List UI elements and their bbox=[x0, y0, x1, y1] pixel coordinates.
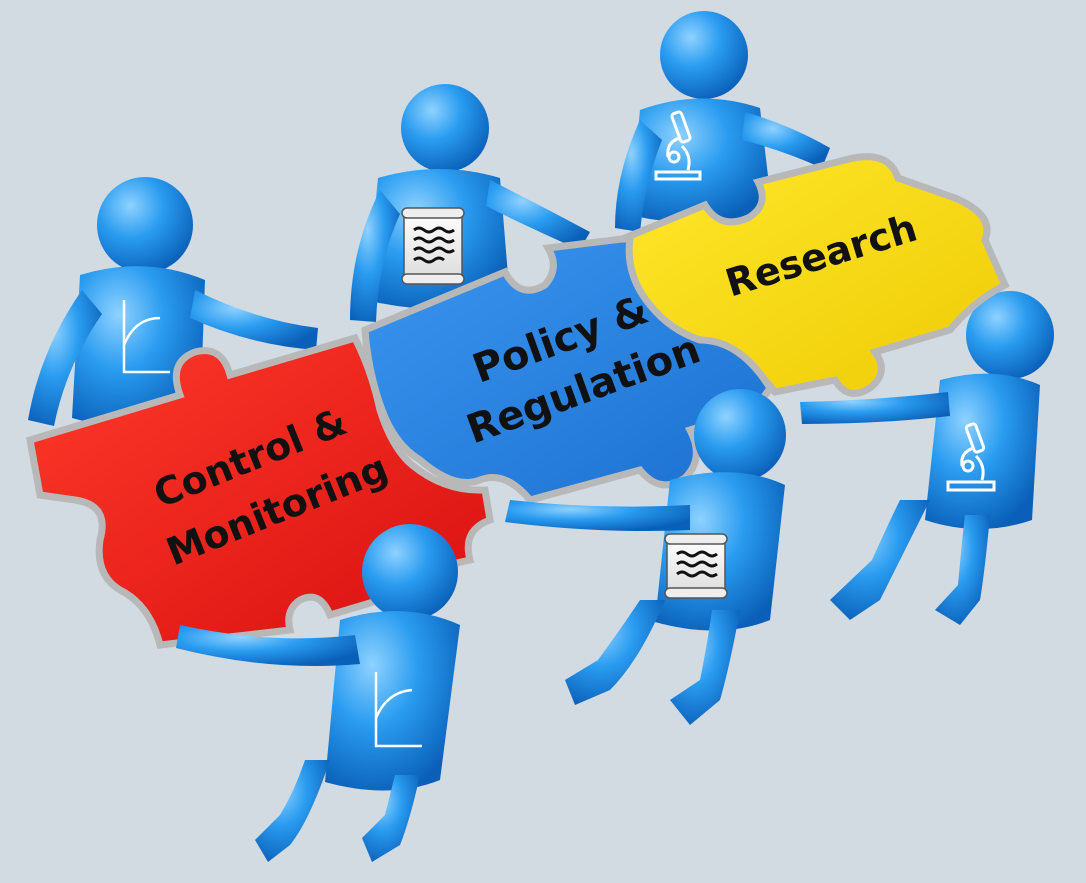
scroll-icon bbox=[664, 533, 728, 599]
chart-icon bbox=[122, 300, 170, 374]
figure-left bbox=[28, 177, 318, 429]
figure-front-left bbox=[176, 524, 460, 862]
microscope-icon bbox=[946, 422, 996, 492]
microscope-icon bbox=[654, 110, 702, 181]
figure-top-middle bbox=[350, 84, 590, 322]
puzzle-piece-policy-regulation: Policy & Regulation bbox=[361, 233, 775, 504]
scroll-icon bbox=[401, 207, 465, 285]
puzzle-piece-research: Research bbox=[619, 153, 1010, 397]
chart-icon bbox=[374, 672, 422, 748]
figure-top-right bbox=[615, 11, 830, 232]
